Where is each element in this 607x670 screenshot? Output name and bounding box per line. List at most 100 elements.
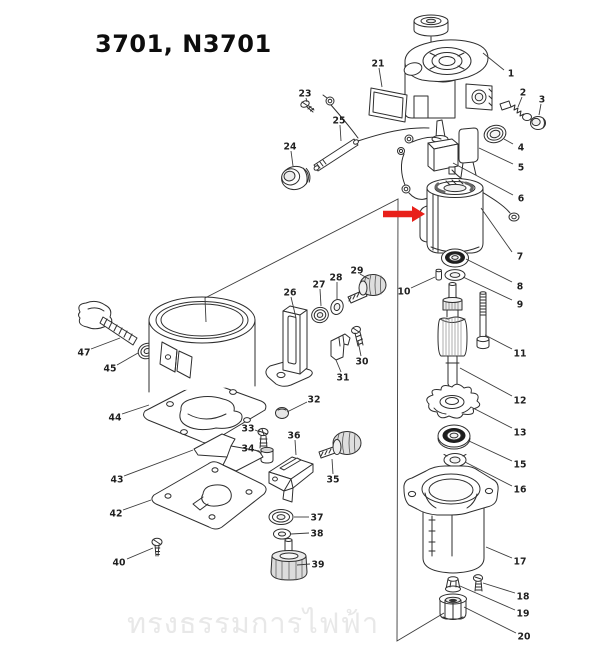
leader-line-part-26 [290, 296, 297, 319]
part-number-35-clamp-knob: 35 [327, 474, 340, 485]
part-number-32-pin: 32 [308, 394, 321, 405]
part-number-3-cap: 3 [539, 94, 545, 105]
leader-line-part-4 [503, 138, 514, 145]
leader-line-part-18 [482, 582, 516, 594]
part-38-washer [273, 528, 291, 540]
leader-line-part-25 [339, 124, 342, 142]
part-9-flat-washer [444, 269, 466, 281]
part-number-23-screw: 23 [299, 88, 312, 99]
part-33-screw [257, 427, 269, 449]
part-number-12-armature: 12 [514, 395, 527, 406]
part-number-20-collet-nut: 20 [518, 631, 531, 642]
leader-line-part-29 [359, 273, 370, 280]
part-23-screw [300, 100, 315, 113]
part-number-11-long-screw: 11 [514, 348, 527, 359]
part-4-ring [483, 124, 507, 144]
part-number-4-ring: 4 [518, 142, 525, 153]
part-13-fan [426, 383, 481, 419]
part-29-clamp-knob [347, 274, 387, 304]
watermark-text: ทรงธรรมการไฟฟ้า [127, 606, 380, 640]
leader-line-part-19 [459, 585, 516, 611]
leader-line-part-5 [478, 147, 514, 165]
part-32-pin [275, 407, 289, 419]
part-3-cap [530, 116, 546, 130]
part-number-37-washer: 37 [311, 512, 324, 523]
part-number-44-router-base: 44 [109, 412, 122, 423]
leader-line-part-40 [126, 547, 154, 560]
leader-line-part-6 [452, 162, 514, 196]
assembly-connection-line [204, 198, 445, 642]
part-number-17-motor-housing: 17 [514, 556, 527, 567]
leader-line-part-44 [121, 404, 150, 415]
part-8-ball-bearing [441, 248, 469, 268]
leader-line-part-21 [378, 67, 383, 88]
part-6-switch [427, 119, 459, 175]
part-number-34-sleeve: 34 [242, 443, 255, 454]
leader-line-part-36 [294, 439, 297, 456]
part-number-31-clip-plate: 31 [337, 372, 350, 383]
part-35-clamp-knob [318, 431, 362, 459]
part-26-bracket [265, 305, 313, 387]
part-2-screw-spring [499, 100, 532, 121]
leader-line-part-20 [463, 606, 517, 634]
page-title: 3701, N3701 [95, 30, 272, 58]
part-27-grommet [311, 306, 329, 324]
part-40-screw [151, 537, 163, 557]
leader-line-part-2 [517, 96, 523, 108]
part-47-wing-bolt [78, 300, 138, 346]
part-number-43-slide-plate: 43 [111, 474, 124, 485]
part-39-knob [270, 538, 308, 581]
part-18-screw [472, 574, 484, 592]
leader-line-part-38 [290, 532, 310, 535]
part-number-1-top-housing: 1 [508, 68, 514, 79]
part-42-base-plate [151, 461, 267, 530]
leader-line-part-1 [482, 52, 505, 71]
leader-line-part-33 [254, 429, 261, 433]
leader-line-part-42 [122, 499, 152, 511]
part-number-7-field-stator: 7 [517, 251, 523, 262]
leader-line-part-9 [462, 276, 513, 301]
leader-line-part-32 [286, 401, 308, 413]
part-25-rod [313, 94, 430, 172]
leader-line-part-24 [290, 150, 294, 167]
leader-line-part-15 [468, 440, 513, 462]
part-number-21-name-plate: 21 [372, 58, 385, 69]
part-34-sleeve [260, 446, 274, 464]
part-number-9-flat-washer: 9 [517, 299, 523, 310]
part-11-long-screw [476, 291, 490, 350]
leader-line-part-8 [465, 258, 513, 283]
part-17-motor-housing [403, 465, 499, 574]
leader-line-part-10 [410, 276, 436, 289]
leader-line-part-47 [90, 337, 121, 350]
part-16-washer [443, 453, 467, 467]
base-cylinder [148, 296, 256, 393]
cap-nut [413, 14, 449, 48]
part-10-pin [435, 268, 442, 281]
leader-line-part-17 [485, 546, 513, 559]
part-number-39-knob: 39 [312, 559, 325, 570]
part-43-slide-plate [193, 433, 264, 472]
part-30-screw [351, 325, 364, 347]
leader-line-part-39 [296, 563, 311, 566]
leader-line-part-30 [357, 340, 362, 357]
part-number-8-ball-bearing: 8 [517, 281, 523, 292]
leader-line-part-23 [305, 97, 308, 103]
leader-line-part-31 [335, 359, 342, 373]
part-number-27-grommet: 27 [313, 279, 326, 290]
part-12-armature [437, 282, 468, 393]
part-15-ball-bearing [437, 424, 471, 450]
leader-line-part-12 [459, 367, 513, 397]
part-number-29-clamp-knob: 29 [351, 265, 364, 276]
leader-line-part-34 [254, 449, 262, 454]
part-number-16-washer: 16 [514, 484, 527, 495]
leader-line-part-16 [464, 461, 513, 487]
part-20-collet-nut [439, 593, 467, 620]
red-pointer-arrow [383, 206, 425, 222]
part-number-15-ball-bearing: 15 [514, 459, 527, 470]
part-number-25-rod: 25 [333, 115, 346, 126]
leader-line-part-11 [484, 334, 513, 350]
leader-line-part-35 [331, 458, 334, 475]
part-24-cap [281, 165, 311, 191]
part-number-28-washer: 28 [330, 272, 343, 283]
